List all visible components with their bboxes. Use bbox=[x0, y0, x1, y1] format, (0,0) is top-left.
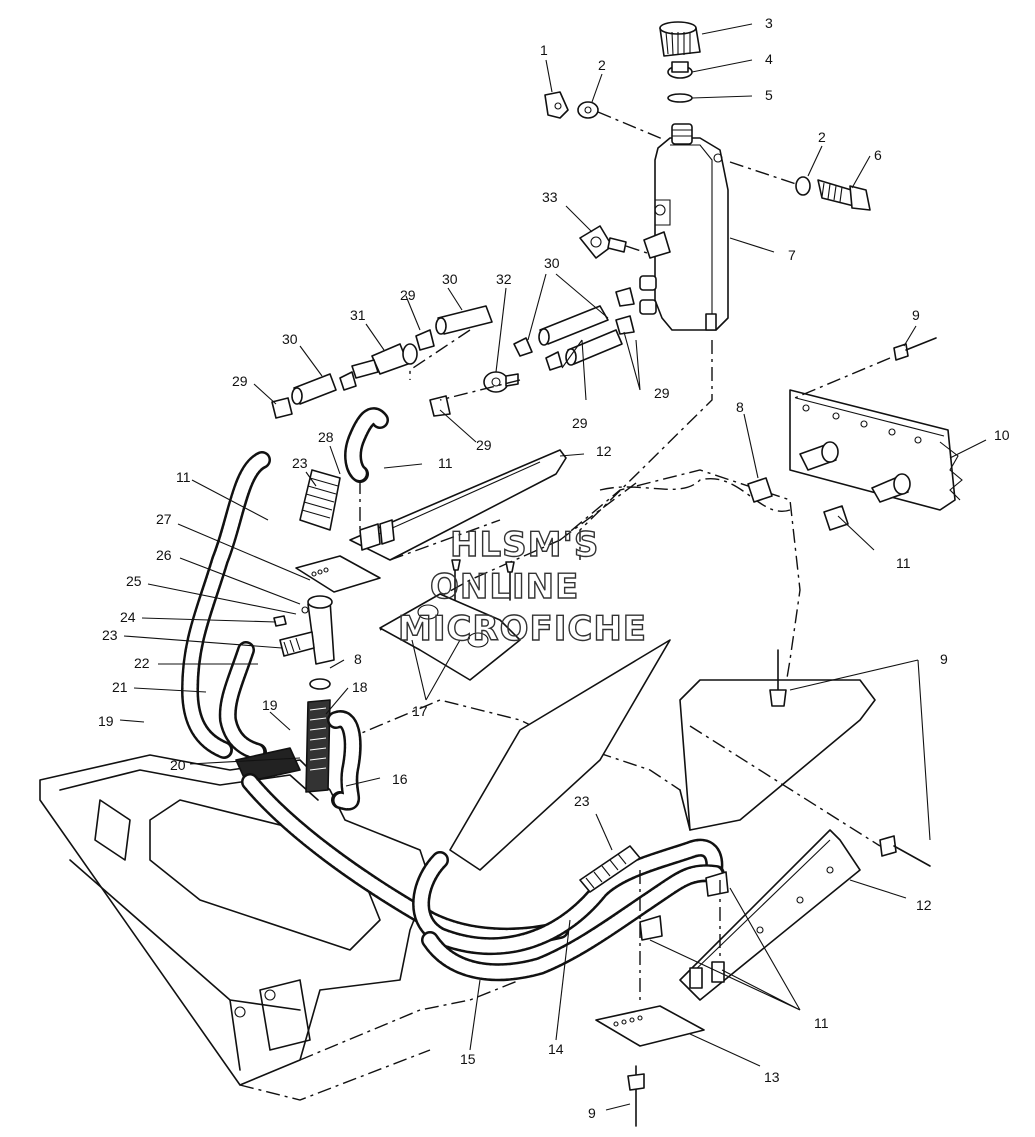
callout-12a: 12 bbox=[596, 443, 612, 459]
callout-1: 1 bbox=[540, 42, 548, 58]
callout-7: 7 bbox=[788, 247, 796, 263]
hose-clamps bbox=[271, 287, 635, 419]
callout-4: 4 bbox=[765, 51, 773, 67]
callout-30b: 30 bbox=[442, 271, 458, 287]
callout-18: 18 bbox=[352, 679, 368, 695]
callout-31: 31 bbox=[350, 307, 366, 323]
callout-23b: 23 bbox=[102, 627, 118, 643]
callout-3: 3 bbox=[765, 15, 773, 31]
vertical-hose bbox=[305, 699, 331, 793]
rivet-top bbox=[789, 337, 937, 401]
callout-20: 20 bbox=[170, 757, 186, 773]
filler-cap bbox=[659, 21, 701, 103]
main-hose-left bbox=[181, 451, 271, 761]
callout-27: 27 bbox=[156, 511, 172, 527]
watermark-line-2: ONLINE bbox=[430, 567, 579, 607]
callout-9c: 9 bbox=[588, 1105, 596, 1121]
lower-support-plate bbox=[639, 829, 861, 1001]
callout-11b: 11 bbox=[438, 455, 453, 471]
callout-13: 13 bbox=[764, 1069, 780, 1085]
heat-exchanger-bracket bbox=[747, 389, 963, 531]
callout-19b: 19 bbox=[262, 697, 278, 713]
callout-29b: 29 bbox=[232, 373, 248, 389]
callout-28: 28 bbox=[318, 429, 334, 445]
callout-23a: 23 bbox=[292, 455, 308, 471]
callout-15: 15 bbox=[460, 1051, 476, 1067]
callout-6: 6 bbox=[874, 147, 882, 163]
hose-upper-stub bbox=[344, 407, 389, 483]
temp-sensor bbox=[579, 225, 651, 259]
callout-19a: 19 bbox=[98, 713, 114, 729]
chassis-frame bbox=[39, 754, 521, 1101]
upper-support-rail bbox=[349, 449, 567, 561]
mount-plates bbox=[379, 559, 521, 681]
watermark: HLSM'S ONLINE MICROFICHE bbox=[397, 524, 647, 649]
callout-12b: 12 bbox=[916, 897, 932, 913]
heat-exchanger-hoses bbox=[412, 838, 725, 982]
deflector-plate bbox=[295, 555, 381, 593]
callout-30c: 30 bbox=[282, 331, 298, 347]
bypass-hose bbox=[327, 710, 362, 811]
callout-32: 32 bbox=[496, 271, 512, 287]
short-hoses bbox=[291, 305, 623, 405]
callout-29d: 29 bbox=[654, 385, 670, 401]
hose-fitting bbox=[351, 343, 418, 379]
callout-23c: 23 bbox=[574, 793, 590, 809]
callout-26: 26 bbox=[156, 547, 172, 563]
callout-8a: 8 bbox=[736, 399, 744, 415]
tunnel-panel bbox=[344, 469, 876, 871]
callout-33: 33 bbox=[542, 189, 558, 205]
callout-labels: 1 2 3 4 5 2 6 7 33 30 32 30 29 31 30 29 … bbox=[98, 15, 1010, 1121]
spring-sleeve bbox=[299, 469, 341, 531]
callout-10: 10 bbox=[994, 427, 1010, 443]
callout-11c: 11 bbox=[176, 469, 191, 485]
callout-29a: 29 bbox=[400, 287, 416, 303]
callout-14: 14 bbox=[548, 1041, 564, 1057]
mount-bracket bbox=[544, 91, 666, 141]
callout-30a: 30 bbox=[544, 255, 560, 271]
mount-bolt bbox=[729, 161, 871, 211]
callout-21: 21 bbox=[112, 679, 128, 695]
callout-17: 17 bbox=[412, 703, 428, 719]
coolant-tank bbox=[639, 123, 729, 331]
callout-29e: 29 bbox=[476, 437, 492, 453]
callout-11d: 11 bbox=[814, 1015, 829, 1031]
callout-24: 24 bbox=[120, 609, 136, 625]
callout-9a: 9 bbox=[912, 307, 920, 323]
callout-2b: 2 bbox=[818, 129, 826, 145]
callout-8b: 8 bbox=[354, 651, 362, 667]
watermark-line-1: HLSM'S bbox=[450, 525, 599, 565]
callout-9b: 9 bbox=[940, 651, 948, 667]
callout-25: 25 bbox=[126, 573, 142, 589]
callout-5: 5 bbox=[765, 87, 773, 103]
leader-lines bbox=[119, 23, 987, 1111]
callout-2: 2 bbox=[598, 57, 606, 73]
assembly-lines bbox=[359, 329, 721, 1000]
small-plate bbox=[595, 1005, 705, 1047]
callout-22: 22 bbox=[134, 655, 150, 671]
callout-11a: 11 bbox=[896, 555, 911, 571]
rivets-lower bbox=[627, 649, 931, 1127]
callout-16: 16 bbox=[392, 771, 408, 787]
watermark-line-3: MICROFICHE bbox=[398, 609, 647, 649]
thermostat-housing bbox=[273, 595, 335, 690]
callout-29c: 29 bbox=[572, 415, 588, 431]
